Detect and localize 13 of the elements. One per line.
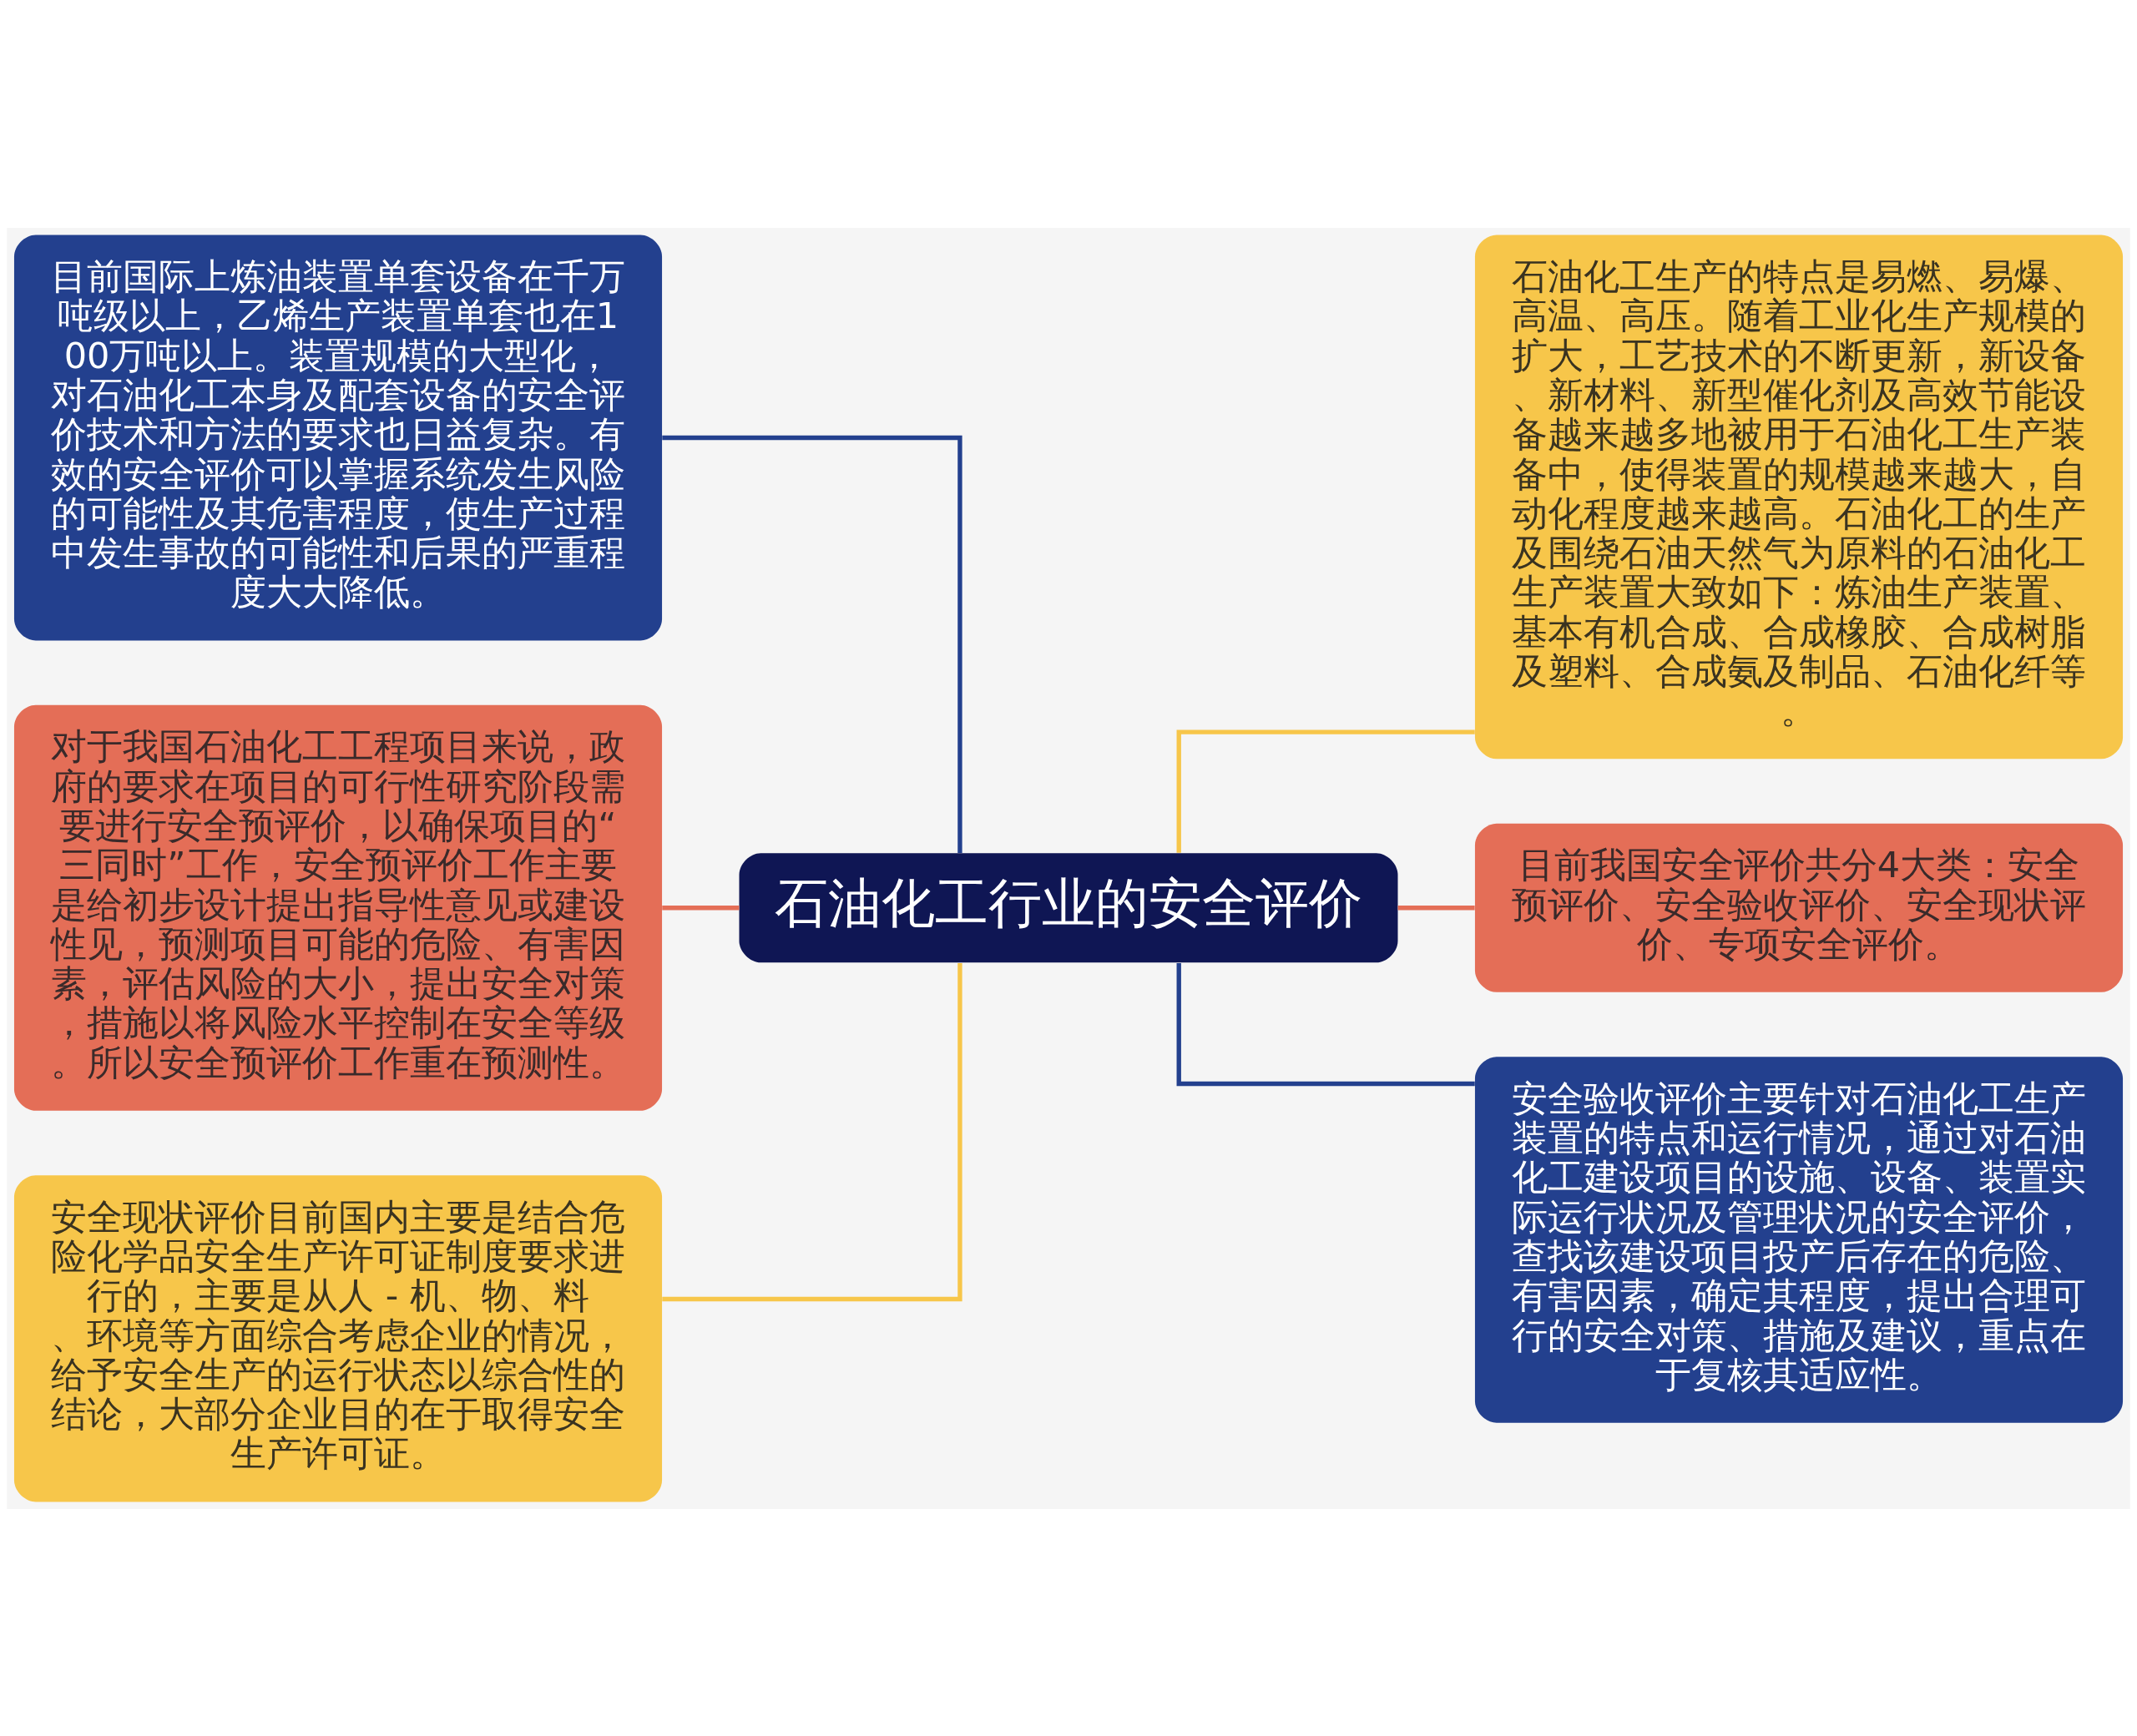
connector — [662, 905, 740, 910]
node-box: 对于我国石油化工工程项目来说，政府的要求在项目的可行性研究阶段需要进行安全预评价，以确保项目的“三同时”工作，安全预评价工作主要是给初步设计提出指导性意见或建设性见，预测项目可能的危险、有害因素，评估风险的大小，提出安全对策，措施以将风险水平控制在安全等级。所以安全预评价工作重在预测性。 — [13, 704, 663, 1111]
connector — [662, 962, 962, 1301]
connector — [662, 435, 962, 853]
node-box: 安全验收评价主要针对石油化工生产装置的特点和运行情况，通过对石油化工建设项目的设施、设备、装置实际运行状况及管理状况的安全评价，查找该建设项目投产后存在的危险、有害因素，确定其程度，提出合理可行的安全对策、措施及建议，重点在于复核其适应性。 — [1474, 1056, 2124, 1423]
connector — [1176, 729, 1475, 853]
connector — [1176, 962, 1475, 1086]
node-box: 石油化工生产的特点是易燃、易爆、高温、高压。随着工业化生产规模的扩大，工艺技术的不断更新，新设备、新材料、新型催化剂及高效节能设备越来越多地被用于石油化工生产装备中，使得装置的规模越来越大，自动化程度越来越高。石油化工的生产及围绕石油天然气为原料的石油化工生产装置大致如下：炼油生产装置、基本有机合成、合成橡胶、合成树脂及塑料、合成氨及制品、石油化纤等。 — [1474, 235, 2124, 759]
node-box: 石油化工行业的安全评价 — [739, 852, 1398, 962]
connector — [1397, 905, 1475, 910]
node-box: 安全现状评价目前国内主要是结合危险化学品安全生产许可证制度要求进行的，主要是从人 - 机、物、料、环境等方面综合考虑企业的情况，给予安全生产的运行状态以综合性的结论，大部分企业目的在于取得安全生产许可证。 — [13, 1174, 663, 1501]
node-box: 目前我国安全评价共分4大类：安全预评价、安全验收评价、安全现状评价、专项安全评价。 — [1474, 823, 2124, 992]
node-box: 目前国际上炼油装置单套设备在千万吨级以上，乙烯生产装置单套也在100万吨以上。装置规模的大型化，对石油化工本身及配套设备的安全评价技术和方法的要求也日益复杂。有效的安全评价可以掌握系统发生风险的可能性及其危害程度，使生产过程中发生事故的可能性和后果的严重程度大大降低。 — [13, 235, 663, 640]
